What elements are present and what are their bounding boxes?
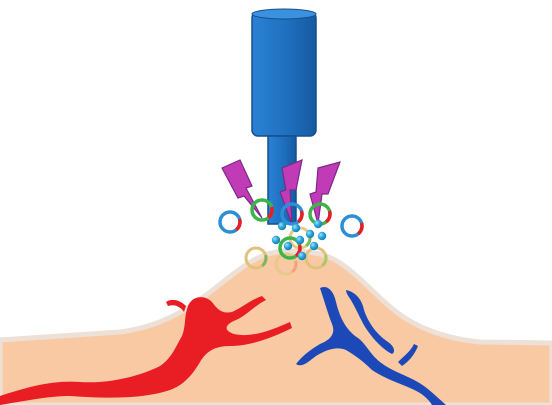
plasmid-ring-icon [220,212,240,232]
microbubble-icon [318,232,326,240]
microbubble-icon [310,242,318,250]
microbubble-icon [306,230,314,238]
lightning-bolt-icon [222,160,262,218]
artery-branch [166,300,186,312]
probe-body [252,12,316,136]
plasmid-ring-icon [342,216,362,236]
microbubble-icon [296,236,304,244]
probe-top [252,9,316,19]
lightning-bolt-icon [310,162,340,224]
microbubble-icon [298,252,306,260]
microbubble-icon [272,236,280,244]
microbubble-icon [314,220,322,228]
microbubble-icon [292,224,300,232]
microbubble-icon [284,242,292,250]
microbubble-icon [278,222,286,230]
